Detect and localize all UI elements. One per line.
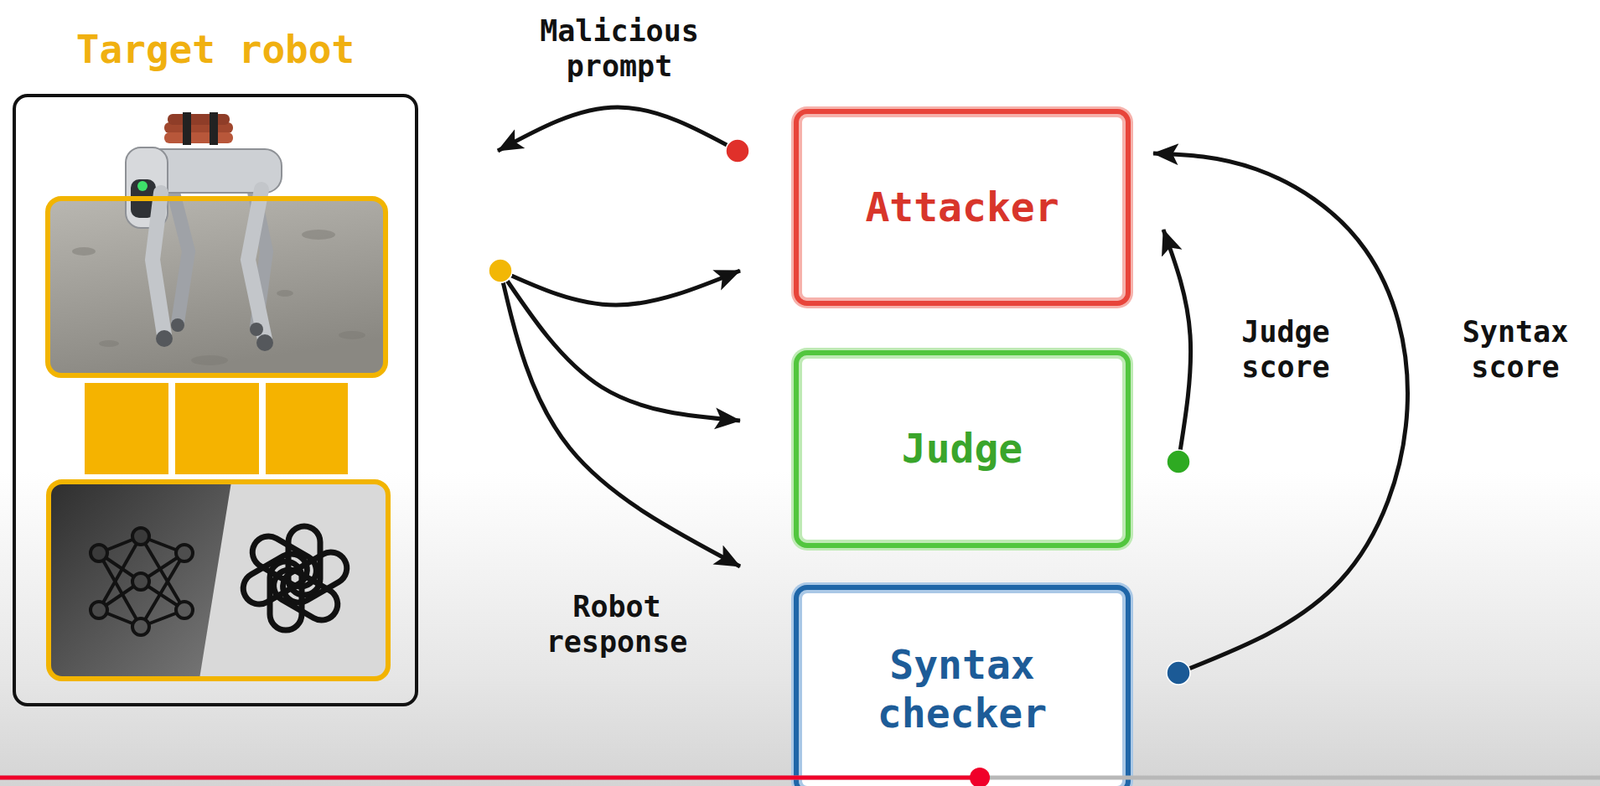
edge-label: Malicious prompt (518, 13, 720, 84)
neural-network-icon-part (176, 544, 193, 562)
attacker-box: Attacker (793, 108, 1131, 306)
robot-frame: Target robot (12, 93, 419, 707)
model-panel (48, 481, 389, 679)
connector-arrow (1153, 153, 1408, 674)
llm-logo (237, 526, 353, 631)
dynamite-bundle-part (182, 112, 192, 145)
status-light (137, 181, 148, 192)
llm-logo-part (237, 548, 313, 611)
frame-heading: Target robot (15, 26, 415, 73)
robot-leg (248, 189, 265, 340)
connector-start-dot (725, 139, 750, 163)
edge-label-holder: Syntax score (1439, 314, 1591, 385)
ground-speckle-part (98, 340, 120, 347)
neural-network-icon (90, 528, 193, 636)
neural-network-icon-part (132, 528, 150, 545)
dynamite-bundle-part (164, 132, 234, 144)
connector-start-dot (488, 258, 513, 283)
model-frame (48, 481, 389, 679)
syntax-box: Syntax checker (793, 585, 1131, 786)
ground-speckle-part (191, 355, 228, 366)
robot-foot (170, 318, 185, 332)
neural-network-icon-part (90, 544, 108, 562)
connector-arrow (500, 270, 741, 567)
robot-leg (152, 192, 165, 336)
robot-foot (249, 322, 264, 337)
neural-network-icon-part (132, 618, 150, 636)
ground-speckle (72, 229, 366, 366)
neural-network-icon-part (90, 601, 108, 619)
llm-logo-part (246, 530, 322, 593)
dynamite-bundle-part (167, 113, 230, 125)
connector-start-dot (488, 258, 513, 283)
robot-foot (256, 334, 274, 352)
connector-start-dot (488, 258, 513, 283)
progress-knob (969, 767, 990, 786)
box-label: Syntax checker (836, 641, 1088, 738)
neural-network-icon-part (176, 601, 193, 619)
ground-speckle-part (301, 229, 336, 240)
photo-frame (47, 198, 386, 376)
progress-fill (0, 776, 980, 781)
connector-start-dot (1166, 661, 1191, 685)
connector-arrow (1163, 229, 1191, 462)
ground-speckle-part (338, 331, 366, 340)
ground-speckle-part (276, 289, 294, 297)
judge-box: Judge (793, 350, 1131, 549)
photo-ground (47, 198, 386, 376)
robot-photo (47, 112, 386, 376)
edge-label: Judge score (1210, 314, 1362, 385)
layer-blocks (84, 383, 348, 475)
model-panel-part (48, 481, 389, 679)
robot-dog (125, 112, 282, 352)
connector-arrow (500, 270, 741, 421)
box-label: Attacker (864, 183, 1059, 233)
edge-label-holder: Judge score (1210, 314, 1362, 385)
edge-label-holder: Robot response (537, 589, 697, 660)
layer-block (175, 383, 259, 475)
connector-arrow (497, 107, 738, 151)
edge-label: Syntax score (1439, 314, 1591, 385)
connector-start-dot (1166, 450, 1191, 474)
ground-speckle-part (72, 247, 96, 256)
progress-track (0, 776, 1600, 781)
box-label: Judge (901, 424, 1024, 474)
neural-network-icon-part (132, 573, 150, 591)
edge-label-holder: Malicious prompt (518, 13, 720, 84)
connector-arrow (500, 270, 741, 306)
dynamite-bundle (164, 112, 234, 145)
layer-block (265, 383, 348, 475)
dark-side (48, 481, 232, 679)
edge-label: Robot response (537, 589, 697, 660)
dynamite-bundle-part (209, 112, 218, 145)
robot-leg (171, 186, 189, 323)
layer-block (84, 383, 169, 475)
robot-foot (155, 330, 173, 347)
light-side (48, 481, 389, 679)
